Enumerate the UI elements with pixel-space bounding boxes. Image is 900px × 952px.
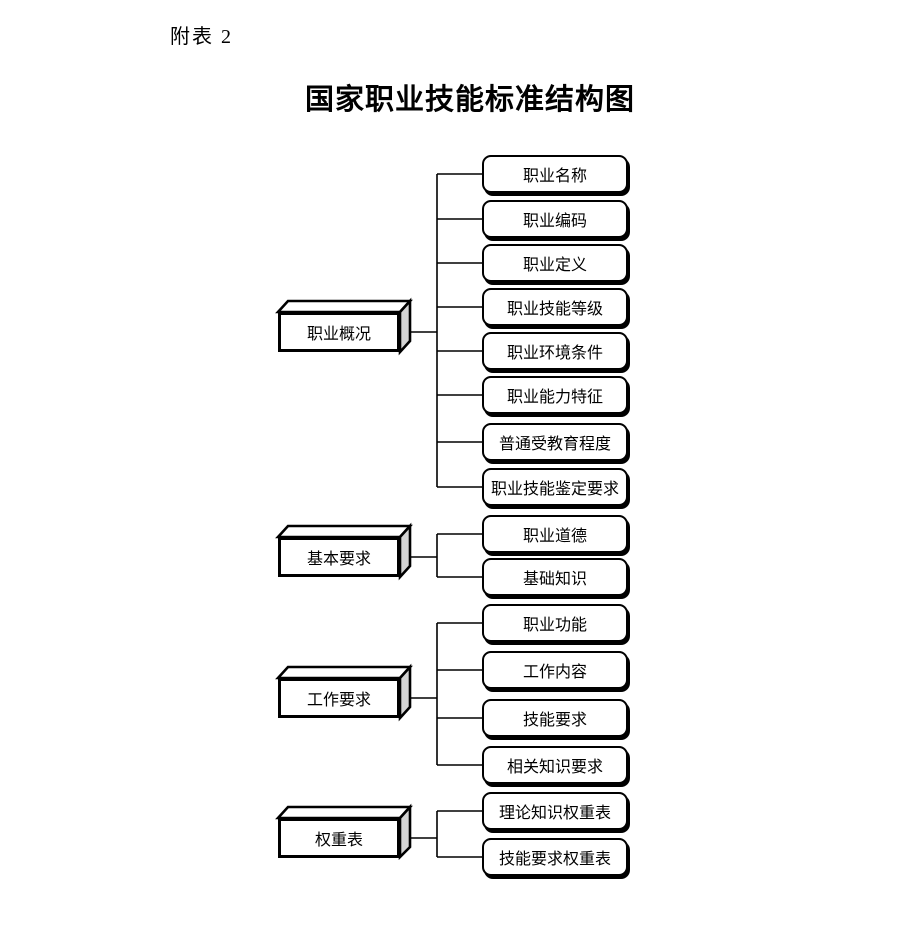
group2-connectors xyxy=(400,533,483,578)
parent-3d-faces xyxy=(275,297,413,861)
box-top-face-occupation-overview xyxy=(275,299,413,314)
parent-box-weight-table: 权重表 xyxy=(278,818,400,858)
box-side-face-weight-table xyxy=(398,803,412,861)
child-box-work-content: 工作内容 xyxy=(482,651,628,689)
box-side-face-basic-requirements xyxy=(398,522,412,581)
group3-connectors xyxy=(400,622,483,766)
child-box-related-knowledge-requirements: 相关知识要求 xyxy=(482,746,628,784)
parent-box-work-requirements: 工作要求 xyxy=(278,678,400,718)
box-side-face-occupation-overview xyxy=(398,297,412,356)
child-box-skill-requirements-weight-table: 技能要求权重表 xyxy=(482,838,628,876)
child-box-work-environment-conditions: 职业环境条件 xyxy=(482,332,628,370)
child-box-general-education-level: 普通受教育程度 xyxy=(482,423,628,461)
child-box-basic-knowledge: 基础知识 xyxy=(482,558,628,596)
appendix-label: 附表 2 xyxy=(170,26,233,48)
child-box-ability-traits: 职业能力特征 xyxy=(482,376,628,414)
child-box-professional-ethics: 职业道德 xyxy=(482,515,628,553)
child-box-skill-levels: 职业技能等级 xyxy=(482,288,628,326)
child-box-occupation-name: 职业名称 xyxy=(482,155,628,193)
parent-box-basic-requirements: 基本要求 xyxy=(278,537,400,577)
parent-box-occupation-overview: 职业概况 xyxy=(278,312,400,352)
group1-connectors xyxy=(400,173,483,488)
child-box-occupation-code: 职业编码 xyxy=(482,200,628,238)
group4-connectors xyxy=(400,810,483,858)
box-top-face-basic-requirements xyxy=(275,524,413,539)
child-box-skill-assessment-requirements: 职业技能鉴定要求 xyxy=(482,468,628,506)
box-top-face-work-requirements xyxy=(275,665,413,680)
child-box-occupation-definition: 职业定义 xyxy=(482,244,628,282)
box-top-face-weight-table xyxy=(275,805,413,820)
child-box-occupational-functions: 职业功能 xyxy=(482,604,628,642)
diagram-title: 国家职业技能标准结构图 xyxy=(304,84,635,116)
box-side-face-work-requirements xyxy=(398,663,412,722)
child-box-skill-requirements: 技能要求 xyxy=(482,699,628,737)
child-box-theory-knowledge-weight-table: 理论知识权重表 xyxy=(482,792,628,830)
